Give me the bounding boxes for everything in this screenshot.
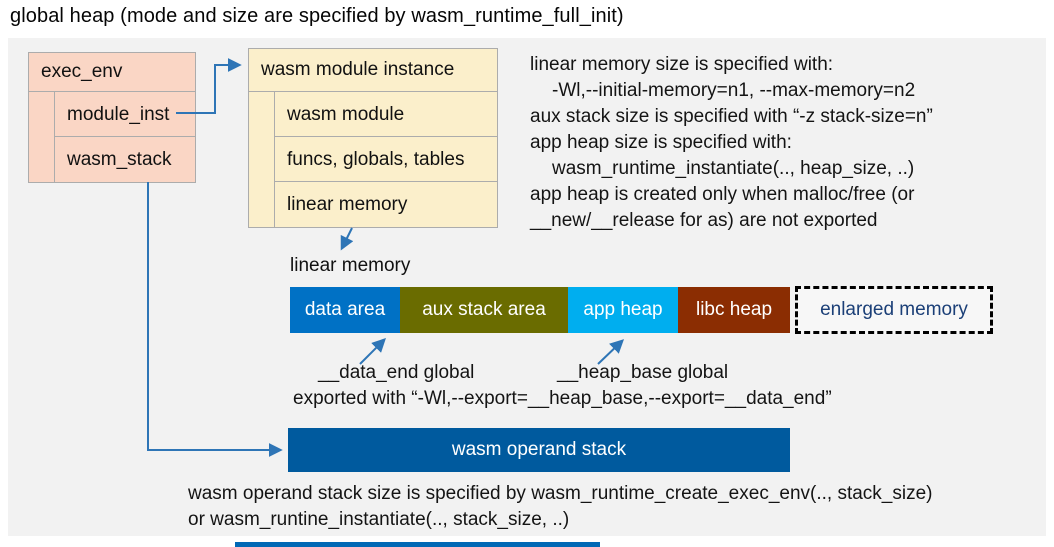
memory-segment-aux-stack-area: aux stack area — [400, 287, 568, 333]
memory-size-notes: linear memory size is specified with: -W… — [530, 52, 933, 234]
module-instance-box: wasm module instance wasm module funcs, … — [248, 48, 498, 228]
page-title: global heap (mode and size are specified… — [10, 5, 624, 27]
heap-base-global-label: __heap_base global — [557, 362, 729, 383]
exec-env-row-module-inst: module_inst — [54, 92, 195, 137]
footer-line: or wasm_runtine_instantiate(.., stack_si… — [188, 509, 570, 530]
wasm-operand-stack-bar: wasm operand stack — [288, 428, 790, 472]
linear-memory-bar: data area aux stack area app heap libc h… — [290, 287, 790, 333]
data-end-global-label: __data_end global — [318, 362, 475, 383]
footer-line: wasm operand stack size is specified by … — [188, 483, 933, 504]
note-line: wasm_runtime_instantiate(.., heap_size, … — [552, 158, 915, 179]
module-instance-title: wasm module instance — [249, 49, 497, 92]
note-line: __new/__release for as) are not exported — [530, 210, 878, 231]
linear-memory-label: linear memory — [290, 255, 411, 276]
exec-env-row-wasm-stack: wasm_stack — [54, 137, 195, 182]
exec-env-box: exec_env module_inst wasm_stack — [28, 52, 196, 183]
memory-segment-libc-heap: libc heap — [678, 287, 790, 333]
bottom-accent-bar — [235, 542, 600, 547]
operand-stack-notes: wasm operand stack size is specified by … — [188, 481, 933, 533]
instance-row-wasm-module: wasm module — [274, 92, 497, 137]
instance-row-funcs-globals-tables: funcs, globals, tables — [274, 137, 497, 182]
note-line: app heap is created only when malloc/fre… — [530, 184, 915, 205]
memory-segment-data-area: data area — [290, 287, 400, 333]
note-line: linear memory size is specified with: — [530, 54, 834, 75]
memory-segment-app-heap: app heap — [568, 287, 678, 333]
exec-env-title: exec_env — [29, 53, 195, 92]
export-flags-label: exported with “-Wl,--export=__heap_base,… — [293, 388, 832, 409]
note-line: -Wl,--initial-memory=n1, --max-memory=n2 — [552, 80, 916, 101]
note-line: app heap size is specified with: — [530, 132, 792, 153]
instance-row-linear-memory: linear memory — [274, 182, 497, 227]
enlarged-memory-box: enlarged memory — [795, 286, 993, 334]
note-line: aux stack size is specified with “-z sta… — [530, 106, 933, 127]
